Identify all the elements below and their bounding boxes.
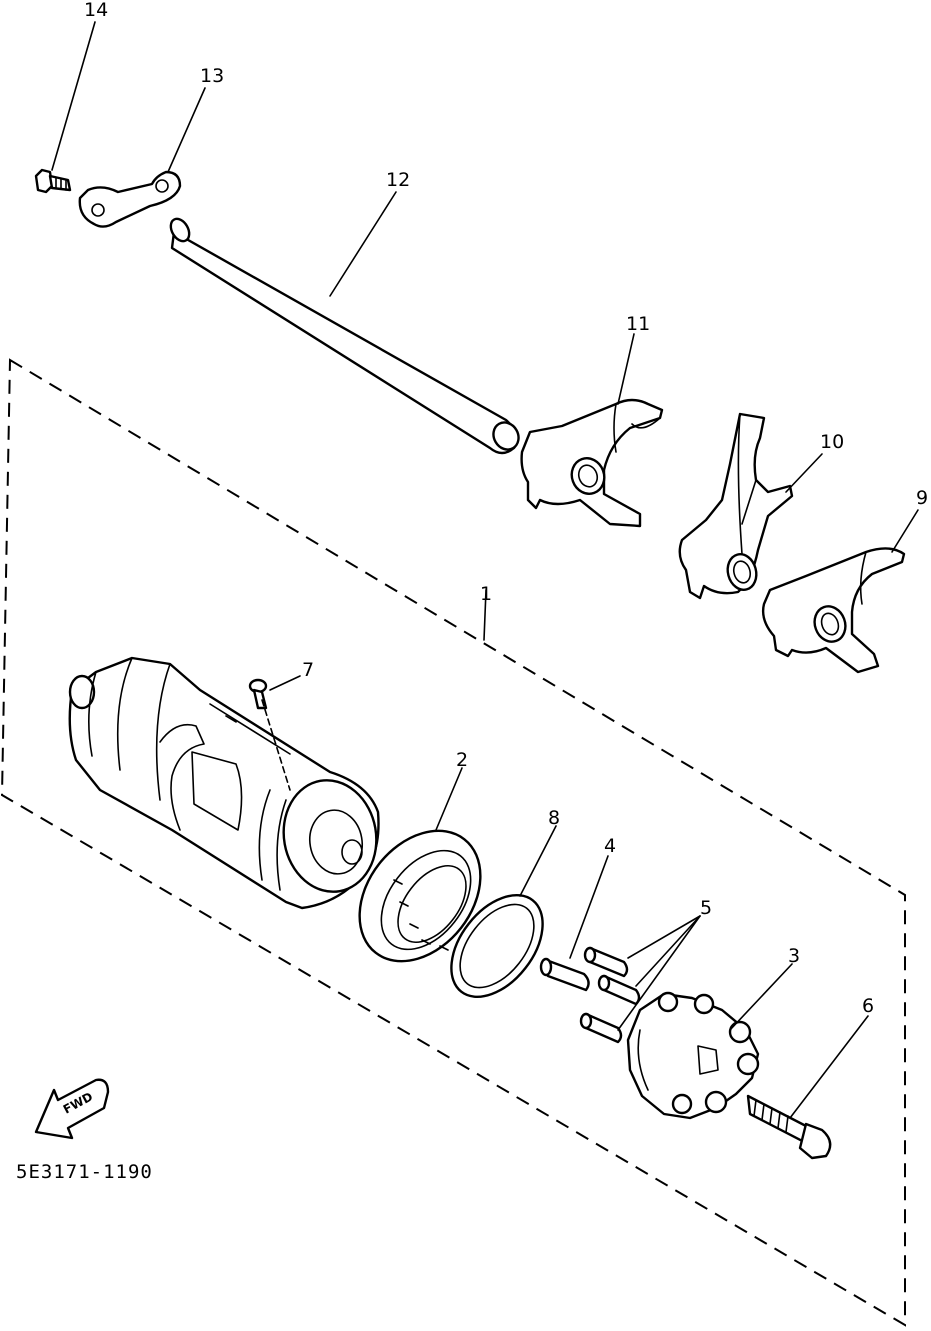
callout-9: 9 [916, 487, 928, 509]
diagram-code: 5E3171-1190 [16, 1161, 153, 1183]
part-2-bearing [358, 829, 482, 963]
callout-6: 6 [862, 995, 874, 1017]
part-3-segment [626, 991, 760, 1120]
part-4-pin [539, 957, 590, 992]
callout-11: 11 [626, 313, 650, 335]
callout-12: 12 [386, 169, 410, 191]
part-6-bolt [746, 1094, 832, 1160]
callout-4: 4 [604, 835, 616, 857]
leader-lines [51, 21, 919, 1119]
callout-5: 5 [700, 897, 712, 919]
part-7-pin [248, 678, 268, 710]
callout-1: 1 [480, 583, 492, 605]
part-10-shift-fork [678, 412, 794, 600]
part-8-washer [450, 894, 544, 998]
assembly-boundary [0, 358, 906, 1327]
part-1-shift-drum [68, 656, 380, 910]
callout-8: 8 [548, 807, 560, 829]
part-9-shift-fork [761, 547, 906, 674]
callout-10: 10 [820, 431, 844, 453]
part-12-guide-bar [169, 217, 520, 455]
fwd-arrow-icon: FWD [34, 1078, 110, 1140]
part-13-plate [78, 170, 182, 228]
callout-2: 2 [456, 749, 468, 771]
callout-14: 14 [84, 0, 108, 21]
part-14-bolt [34, 168, 72, 194]
part-11-shift-fork [520, 398, 664, 528]
part-5-pins [579, 946, 641, 1044]
callout-labels: 14 13 12 11 10 9 1 7 2 8 4 5 3 6 [84, 0, 928, 1017]
callout-13: 13 [200, 65, 224, 87]
callout-3: 3 [788, 945, 800, 967]
callout-7: 7 [302, 659, 314, 681]
